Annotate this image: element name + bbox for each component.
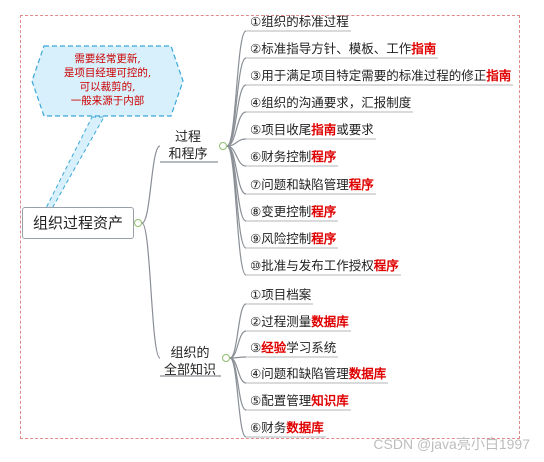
leaf-connector [226,84,247,147]
callout-text: 需要经常更新, 是项目经理可控的, 可以裁剪的, 一般来源于内部 [30,52,185,108]
leaf-text: 项目档案 [261,288,312,302]
leaf-number: ③ [250,341,262,355]
leaf-text: 变更控制 [261,205,312,219]
leaf-suffix: 或要求 [336,123,374,137]
branch-label-line: 过程 [174,129,201,144]
leaf-highlight: 程序 [373,259,399,273]
leaf-item[interactable]: ⑤项目收尾指南或要求 [250,122,374,138]
leaf-number: ⑥ [250,421,262,435]
leaf-item[interactable]: ⑥财务数据库 [250,420,324,436]
leaf-text: 风险控制 [261,232,312,246]
leaf-text: 配置管理 [261,394,312,408]
leaf-item[interactable]: ⑩批准与发布工作授权程序 [250,258,399,274]
leaf-number: ③ [250,69,262,83]
leaf-text: 组织的标准过程 [261,15,349,29]
branch-connector [141,145,161,224]
branch-label-line: 组织的 [170,345,210,360]
callout-line: 一般来源于内部 [70,95,145,107]
leaf-item[interactable]: ⑧变更控制程序 [250,204,336,220]
leaf-text: 财务 [261,421,287,435]
callout-line: 需要经常更新, [74,53,141,65]
root-label: 组织过程资产 [32,215,123,232]
leaf-highlight: 程序 [348,178,374,192]
leaf-connector [226,145,247,249]
leaf-number: ⑥ [250,150,262,164]
leaf-highlight: 指南 [311,123,337,137]
leaf-text: 问题和缺陷管理 [261,178,349,192]
callout-line: 是项目经理可控的, [63,67,152,79]
leaf-item[interactable]: ⑦问题和缺陷管理程序 [250,177,374,193]
leaf-highlight: 指南 [411,42,437,56]
leaf-text: 用于满足项目特定需要的标准过程的修正 [261,69,487,83]
callout-bubble [31,45,184,117]
leaf-item[interactable]: ⑥财务控制程序 [250,149,336,165]
leaf-text: 标准指导方针、模板、工作 [261,42,412,56]
branch-label-line: 全部知识 [163,362,216,377]
watermark: CSDN @java亮小白1997 [373,436,530,452]
leaf-highlight: 程序 [311,205,337,219]
branch-process-procedures[interactable]: 过程 和程序 [160,128,216,162]
branch-expand-dot[interactable] [222,354,230,362]
diagram-frame [20,15,520,439]
leaf-highlight: 程序 [311,150,337,164]
leaf-item[interactable]: ①组织的标准过程 [250,14,349,30]
leaf-number: ⑤ [250,123,262,137]
callout-line: 可以裁剪的, [79,81,136,93]
leaf-connector [226,145,247,276]
leaf-number: ④ [250,367,262,381]
root-expand-dot[interactable] [134,219,142,227]
leaf-number: ⑤ [250,394,262,408]
leaf-number: ⑨ [250,232,262,246]
leaf-item[interactable]: ③经验学习系统 [250,340,336,356]
leaf-connector [229,303,247,359]
leaf-item[interactable]: ⑤配置管理知识库 [250,393,349,409]
leaf-item[interactable]: ②过程测量数据库 [250,314,349,330]
leaf-highlight: 指南 [486,69,512,83]
branch-org-knowledge[interactable]: 组织的 全部知识 [160,344,220,378]
leaf-suffix: 学习系统 [286,341,337,355]
leaf-number: ⑧ [250,205,262,219]
leaf-number: ⑦ [250,178,262,192]
leaf-highlight: 数据库 [348,367,387,381]
leaf-text: 项目收尾 [261,123,312,137]
leaf-text: 问题和缺陷管理 [261,367,349,381]
leaf-item[interactable]: ③用于满足项目特定需要的标准过程的修正指南 [250,68,511,84]
leaf-connector [229,330,247,359]
leaf-text: 批准与发布工作授权 [261,259,374,273]
branch-label-line: 和程序 [168,146,208,161]
leaf-text: 过程测量 [261,315,312,329]
leaf-item[interactable]: ⑨风险控制程序 [250,231,336,247]
leaf-number: ⑩ [250,259,262,273]
leaf-number: ① [250,288,262,302]
leaf-number: ④ [250,96,262,110]
root-node[interactable]: 组织过程资产 [22,207,134,239]
leaf-connector [226,57,247,147]
branch-expand-dot[interactable] [219,142,227,150]
leaf-highlight: 经验 [261,341,287,355]
leaf-text: 财务控制 [261,150,312,164]
leaf-highlight: 知识库 [311,394,349,408]
leaf-number: ① [250,15,262,29]
leaf-connector [226,111,247,147]
leaf-highlight: 程序 [311,232,337,246]
leaf-highlight: 数据库 [311,315,349,329]
leaf-number: ② [250,42,262,56]
branch-connector [141,222,161,359]
leaf-text: 组织的沟通要求，汇报制度 [261,96,412,110]
leaf-connector [229,357,247,438]
leaf-highlight: 数据库 [286,421,324,435]
leaf-item[interactable]: ④问题和缺陷管理数据库 [250,366,386,382]
leaf-item[interactable]: ①项目档案 [250,287,311,303]
leaf-item[interactable]: ②标准指导方针、模板、工作指南 [250,41,436,57]
leaf-item[interactable]: ④组织的沟通要求，汇报制度 [250,95,411,111]
leaf-number: ② [250,315,262,329]
